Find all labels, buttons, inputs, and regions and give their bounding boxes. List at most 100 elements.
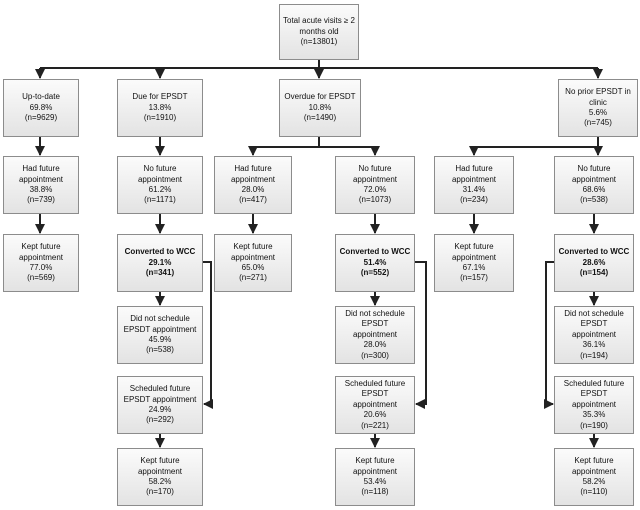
- node-text-line: (n=194): [580, 350, 608, 360]
- node-text-line: 28.0%: [241, 185, 265, 194]
- node-text-line: Did not schedule: [564, 309, 624, 319]
- node-text-line: appointment: [137, 174, 183, 184]
- node-text-line: appointment: [18, 174, 64, 184]
- connector-line: [415, 261, 427, 409]
- node-text-line: Did not schedule: [130, 314, 190, 324]
- node-text-line: (n=170): [146, 487, 174, 497]
- node-text-line: 28.0%: [363, 340, 387, 350]
- node-text-line: 58.2%: [148, 477, 172, 486]
- node-text-line: 28.6%: [582, 257, 606, 267]
- node-text-line: Kept future: [574, 456, 614, 466]
- node-text-line: Scheduled future: [563, 379, 625, 389]
- node-text-line: No future: [577, 164, 611, 174]
- node-text-line: 29.1%: [148, 257, 172, 267]
- node-text-line: Kept future: [233, 242, 273, 252]
- connector-line: [544, 261, 554, 409]
- node-text-line: 65.0%: [241, 263, 265, 272]
- node-text-line: appointment: [352, 466, 398, 476]
- node-text-line: (n=154): [579, 268, 609, 278]
- node-text-line: Converted to WCC: [124, 247, 196, 257]
- node-text-line: clinic: [589, 97, 607, 107]
- node-text-line: 58.2%: [582, 477, 606, 486]
- node-text-line: EPSDT appointment: [123, 324, 197, 334]
- node-text-line: 61.2%: [148, 185, 172, 194]
- node-text-line: appointment: [230, 252, 276, 262]
- node-text-line: (n=1490): [303, 113, 337, 123]
- node-text-line: (n=1171): [144, 195, 176, 205]
- node-text-line: (n=300): [361, 350, 389, 360]
- node-text-line: months old: [299, 26, 339, 36]
- node-text-line: appointment: [571, 174, 617, 184]
- node-text-line: (n=221): [361, 420, 389, 430]
- node-text-line: (n=292): [146, 415, 174, 425]
- node-text-line: EPSDT appointment: [571, 389, 617, 409]
- node-text-line: 5.6%: [588, 108, 608, 117]
- node-text-line: (n=745): [584, 118, 612, 128]
- node-text-line: Kept future: [140, 456, 180, 466]
- node-text-line: 77.0%: [29, 263, 53, 272]
- node-text-line: EPSDT appointment: [352, 319, 398, 339]
- node-text-line: Up-to-date: [22, 92, 60, 102]
- connector-line: [203, 261, 213, 409]
- node-text-line: (n=417): [239, 195, 267, 205]
- node-text-line: appointment: [18, 252, 64, 262]
- node-text-line: 69.8%: [29, 102, 53, 112]
- node-text-line: appointment: [137, 466, 183, 476]
- node-text-line: Scheduled future: [344, 379, 406, 389]
- node-text-line: Had future: [234, 164, 272, 174]
- node-text-line: No prior EPSDT in: [565, 87, 631, 97]
- node-text-line: 38.8%: [29, 185, 53, 194]
- node-text-line: (n=110): [580, 487, 608, 497]
- node-text-line: appointment: [451, 174, 497, 184]
- node-text-line: 24.9%: [148, 405, 172, 414]
- node-text-line: appointment: [451, 252, 497, 262]
- node-text-line: (n=13801): [300, 37, 338, 47]
- node-text-line: EPSDT appointment: [123, 394, 197, 404]
- node-text-line: Had future: [455, 164, 493, 174]
- node-text-line: Kept future: [21, 242, 61, 252]
- node-text-line: Kept future: [454, 242, 494, 252]
- node-text-line: (n=118): [361, 487, 389, 497]
- node-text-line: (n=569): [27, 273, 55, 283]
- node-text-line: EPSDT appointment: [352, 389, 398, 409]
- node-text-line: Kept future: [355, 456, 395, 466]
- node-text-line: appointment: [571, 466, 617, 476]
- node-text-line: (n=739): [27, 195, 55, 205]
- node-text-line: (n=271): [239, 273, 267, 283]
- node-text-line: 68.6%: [582, 185, 606, 194]
- node-text-line: Scheduled future: [129, 384, 191, 394]
- node-text-line: (n=190): [580, 420, 608, 430]
- node-text-line: appointment: [352, 174, 398, 184]
- node-text-line: 20.6%: [363, 410, 387, 420]
- node-text-line: Had future: [22, 164, 60, 174]
- node-text-line: Converted to WCC: [558, 247, 630, 257]
- node-text-line: (n=341): [145, 268, 175, 278]
- node-text-line: (n=1910): [143, 113, 177, 123]
- node-text-line: Converted to WCC: [339, 247, 411, 257]
- node-text-line: Did not schedule: [345, 309, 405, 319]
- node-text-line: (n=1073): [358, 195, 392, 205]
- node-text-line: 10.8%: [308, 102, 332, 112]
- node-text-line: Total acute visits ≥ 2: [283, 16, 355, 26]
